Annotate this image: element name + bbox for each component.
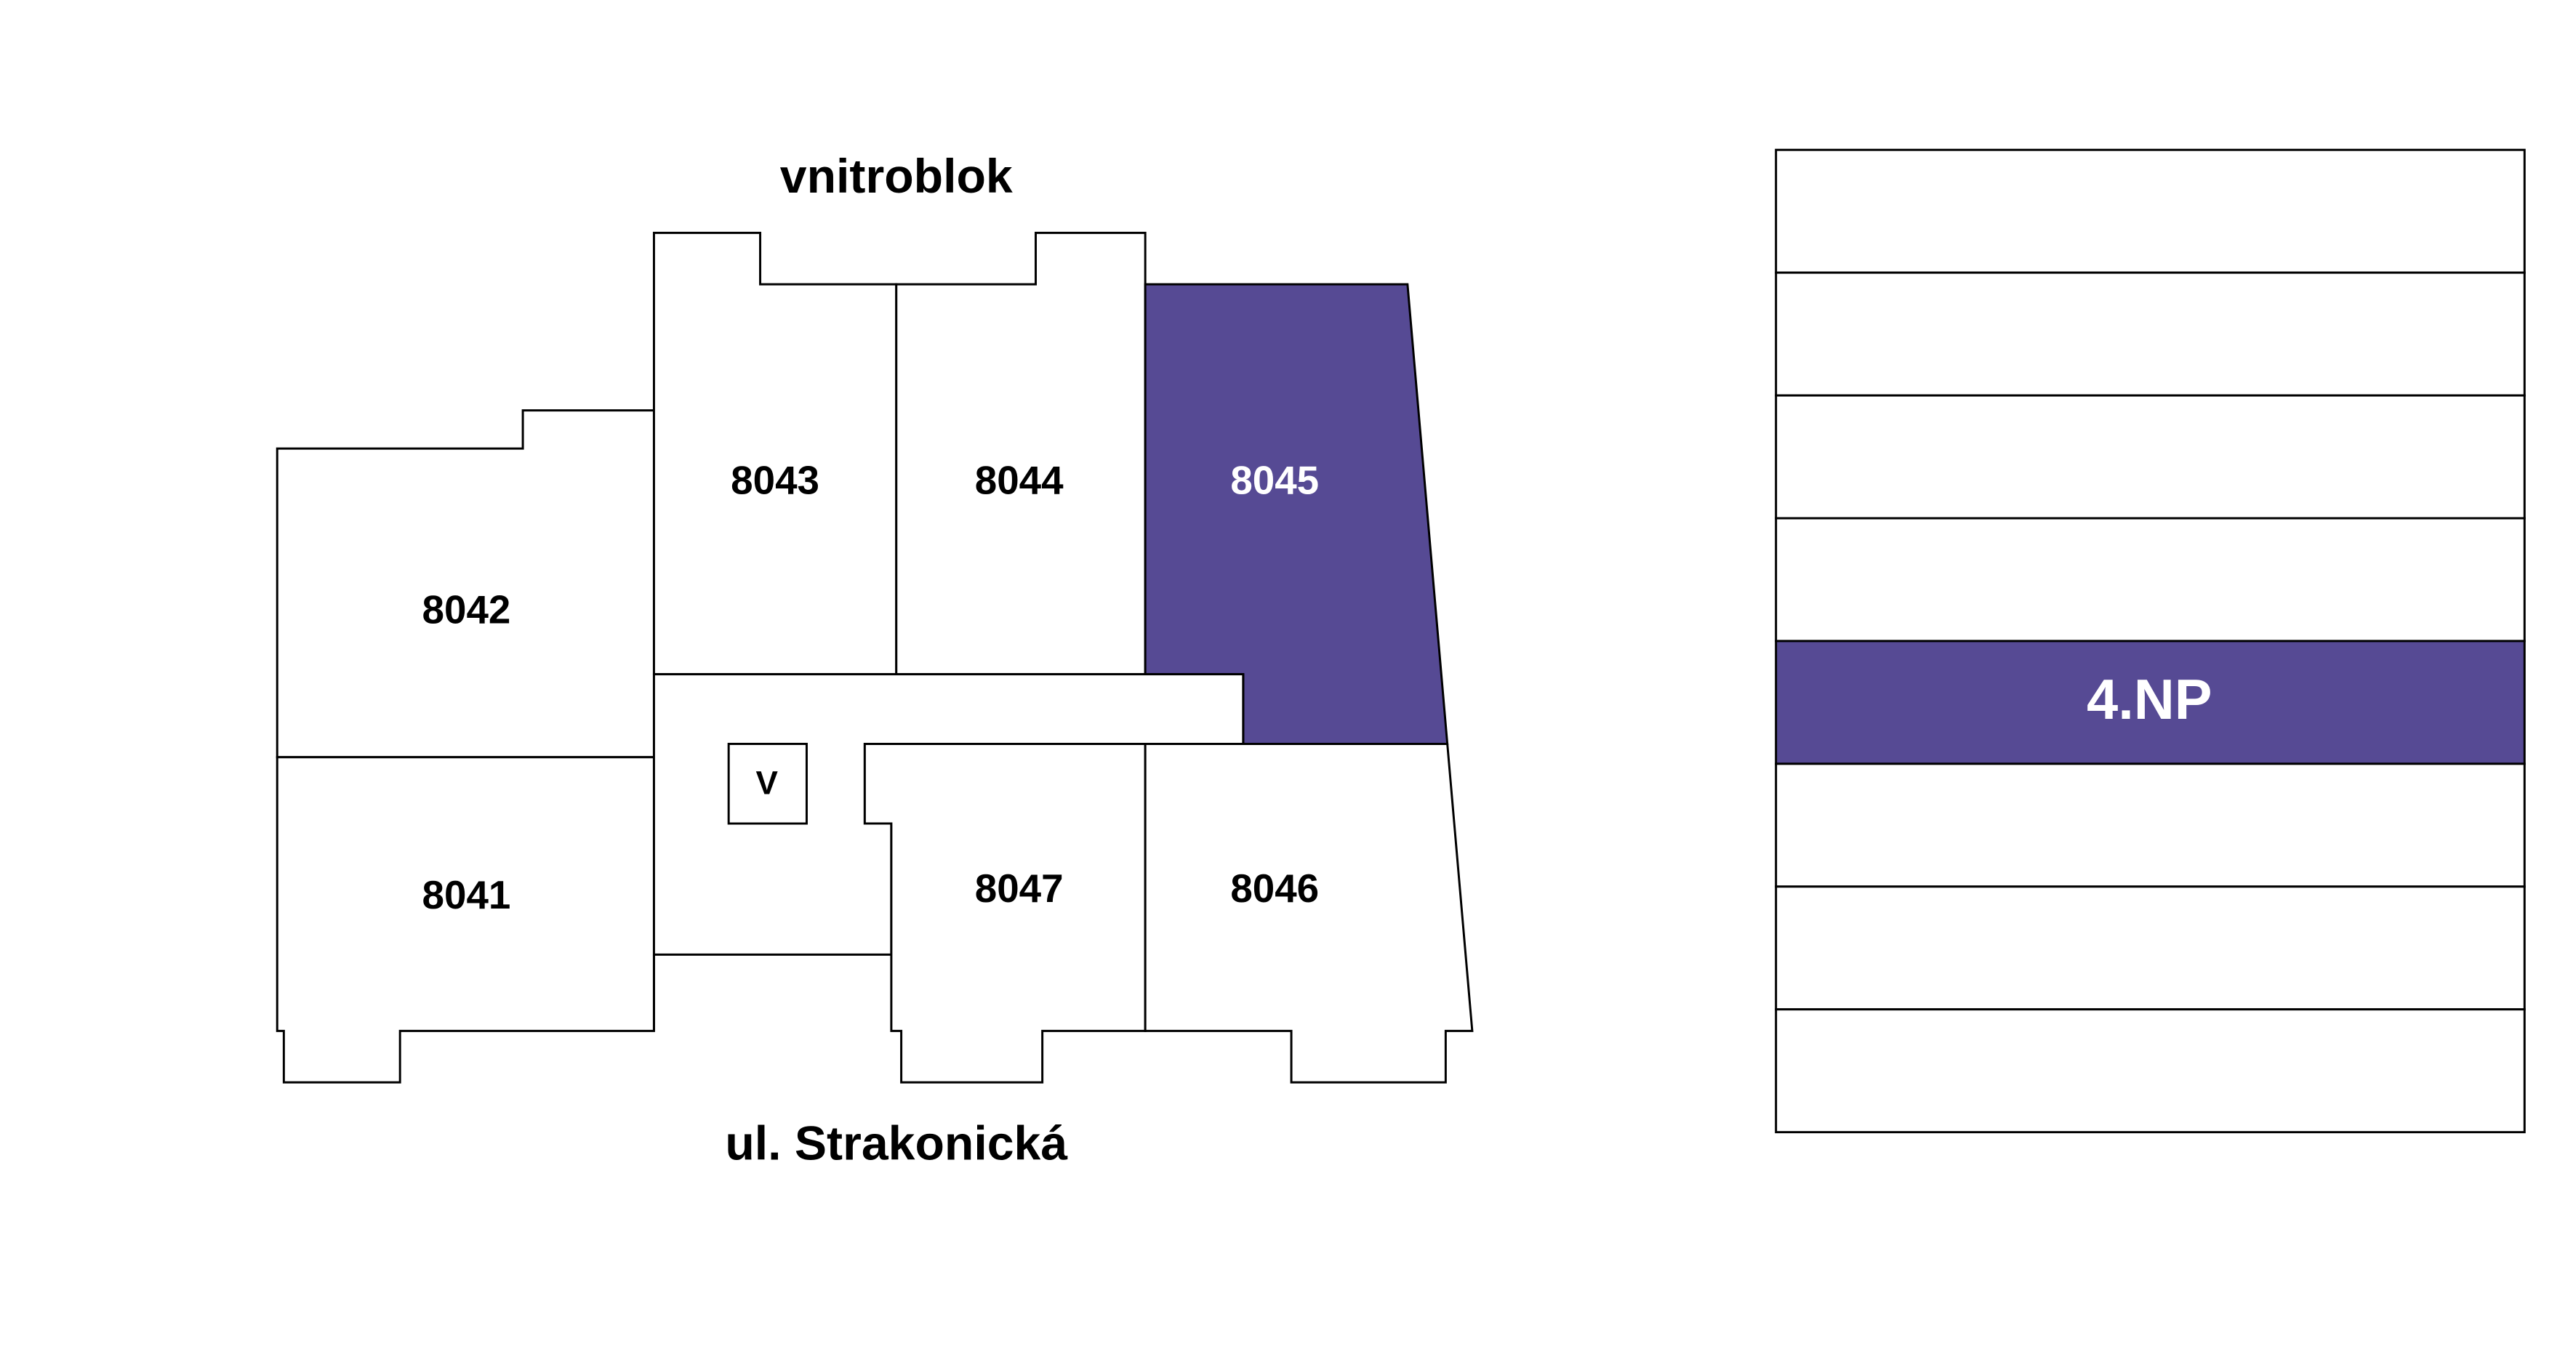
unit-label-8047: 8047 [975, 866, 1064, 911]
shaft-box [727, 742, 808, 825]
selected-floor-label: 4.NP [2087, 669, 2212, 731]
unit-8043[interactable] [652, 231, 898, 676]
unit-8041[interactable] [276, 756, 655, 1084]
unit-label-8046: 8046 [1230, 866, 1319, 911]
shaft-label: V [755, 765, 778, 802]
unit-label-8042: 8042 [422, 587, 511, 632]
floor-row[interactable] [1775, 517, 2526, 643]
floor-row[interactable] [1775, 271, 2526, 397]
unit-label-8045: 8045 [1230, 458, 1319, 503]
unit-8046[interactable] [1144, 742, 1474, 1084]
unit-label-8044: 8044 [975, 458, 1064, 503]
unit-8047[interactable] [863, 742, 1147, 1084]
floor-row[interactable] [1775, 885, 2526, 1011]
unit-label-8043: 8043 [731, 458, 819, 503]
floor-row[interactable] [1775, 762, 2526, 888]
floor-row[interactable] [1775, 148, 2526, 274]
courtyard-label: vnitroblok [780, 150, 1013, 204]
unit-8042[interactable] [276, 409, 655, 759]
floor-row[interactable] [1775, 1008, 2526, 1134]
unit-8044[interactable] [895, 231, 1147, 676]
floor-row[interactable] [1775, 394, 2526, 520]
street-label: ul. Strakonická [725, 1117, 1067, 1171]
floor-selector: 4.NP [1775, 148, 2526, 1134]
floor-plan: 8042 8041 8043 8044 8045 8047 8046 V [276, 231, 1474, 1084]
unit-label-8041: 8041 [422, 872, 511, 917]
